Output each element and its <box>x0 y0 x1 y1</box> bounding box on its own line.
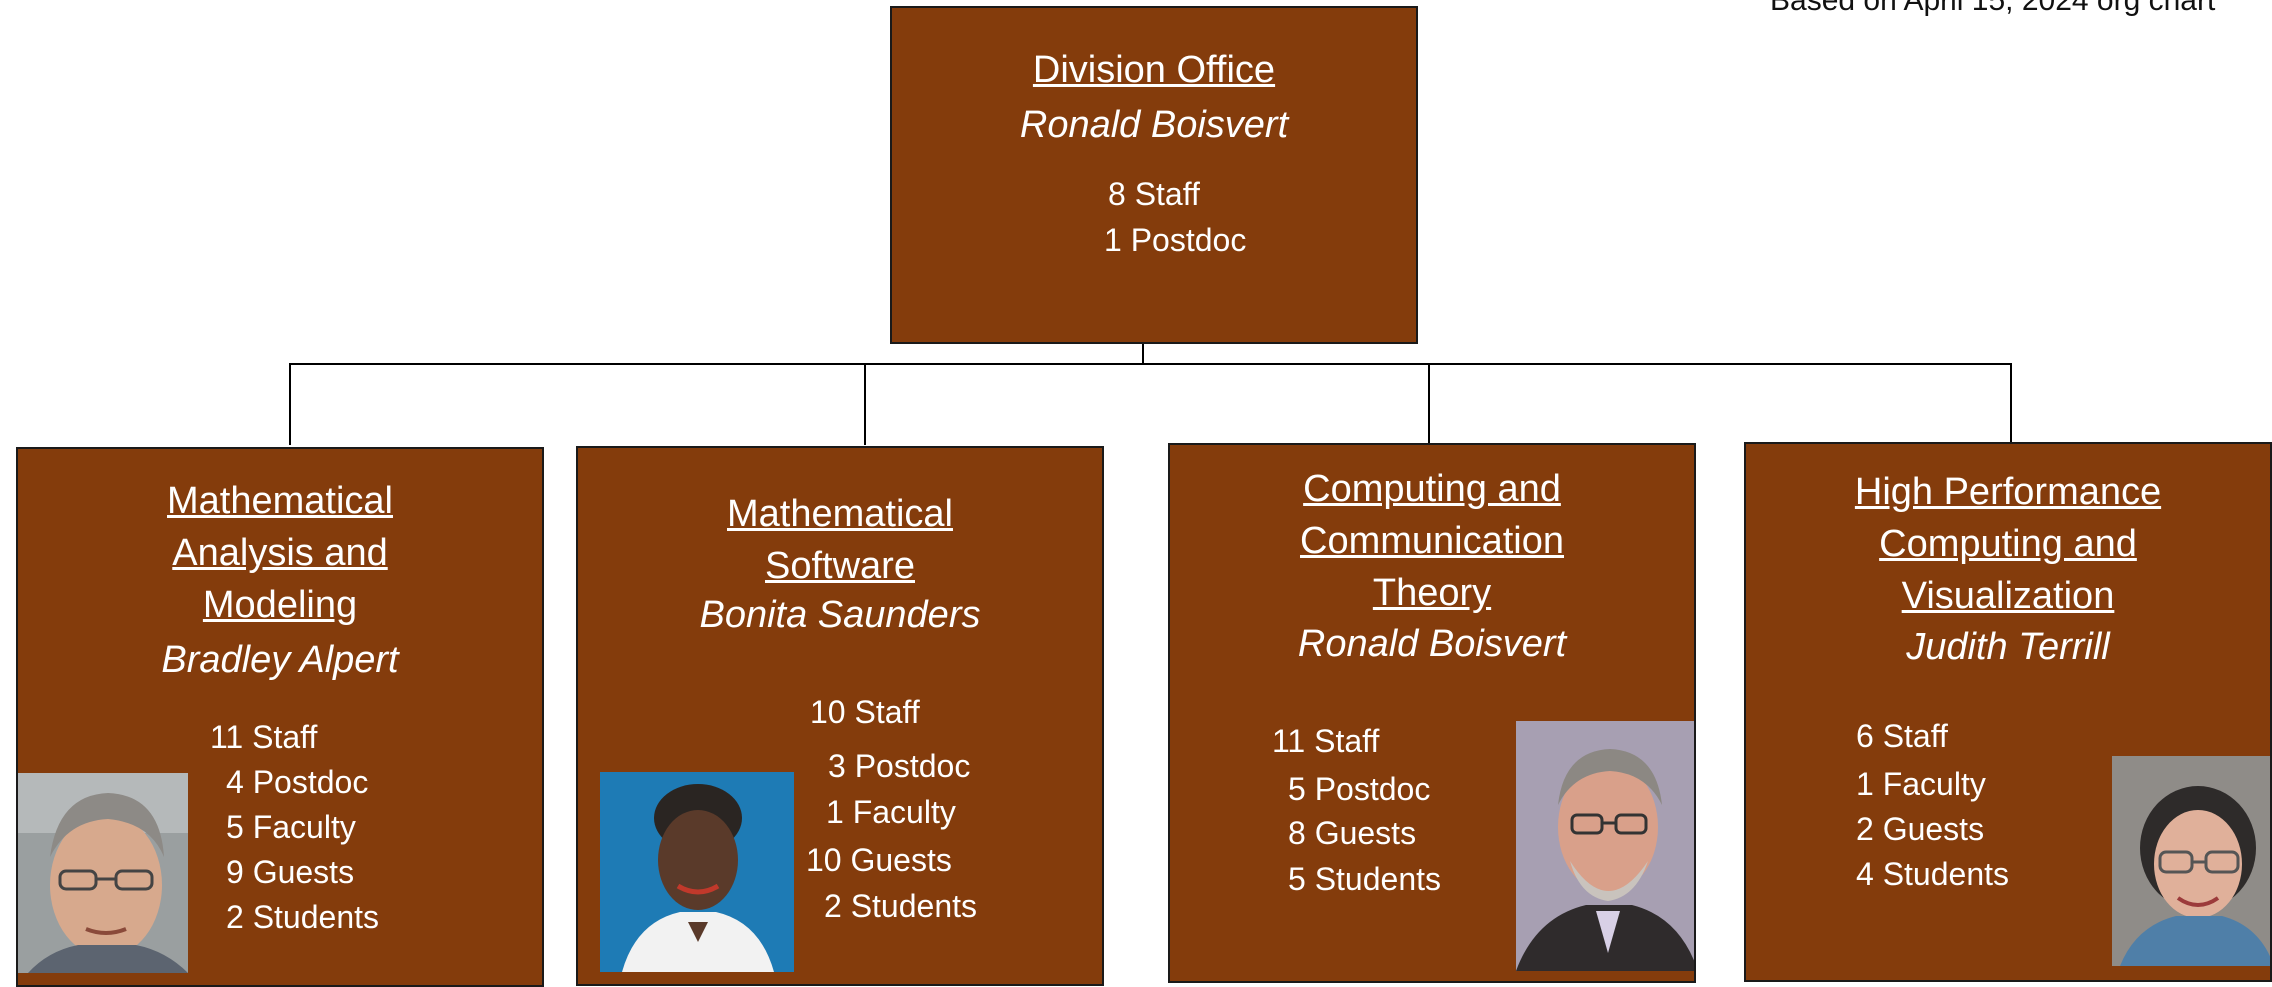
group-box-mathematical-analysis: Mathematical Analysis and Modeling Bradl… <box>16 447 544 987</box>
group-title-line: Computing and <box>1879 523 2137 565</box>
group-stat: 1 Faculty <box>1856 766 1986 802</box>
group-stat: 11 Staff <box>1272 723 1380 759</box>
group-stat: 5 Postdoc <box>1288 771 1431 807</box>
org-chart-date-note: Based on April 15, 2024 org chart <box>1770 0 2216 17</box>
division-office-head: Ronald Boisvert <box>1019 104 1289 146</box>
division-office-stat: 8 Staff <box>1108 176 1200 212</box>
group-title-line: Mathematical <box>727 493 953 535</box>
connector-horizontal-bar <box>290 363 2012 365</box>
group-head: Bradley Alpert <box>161 639 399 681</box>
group-stat: 8 Guests <box>1288 815 1417 851</box>
group-title-line: Theory <box>1372 572 1492 614</box>
group-box-computing-communication-theory: Computing and Communication Theory Ronal… <box>1168 443 1696 983</box>
group-title: Computing and Communication Theory <box>1170 463 1694 619</box>
group-stat: 2 Guests <box>1856 811 1985 847</box>
group-title-line: Software <box>765 545 915 587</box>
connector-drop-3 <box>1428 363 1430 443</box>
group-title-line: Communication <box>1300 520 1564 562</box>
group-head: Ronald Boisvert <box>1297 623 1567 665</box>
group-stat: 1 Faculty <box>826 794 956 830</box>
connector-drop-1 <box>289 363 291 445</box>
group-stat: 11 Staff <box>210 719 318 755</box>
bonita-saunders-photo <box>600 772 794 972</box>
group-title-line: Computing and <box>1303 468 1561 510</box>
group-stat: 5 Students <box>1288 861 1441 897</box>
group-title-line: High Performance <box>1854 471 2162 513</box>
connector-drop-2 <box>864 363 866 445</box>
ronald-boisvert-photo <box>1516 721 1694 971</box>
group-stat: 9 Guests <box>226 854 355 890</box>
division-office-title: Division Office <box>1032 49 1276 91</box>
judith-terrill-photo <box>2112 756 2270 966</box>
bradley-alpert-photo <box>18 773 188 973</box>
group-title-line: Modeling <box>202 584 358 626</box>
division-office-stat: 1 Postdoc <box>1104 222 1247 258</box>
group-stat: 4 Postdoc <box>226 764 369 800</box>
group-stat: 4 Students <box>1856 856 2009 892</box>
division-office-box: Division Office Ronald Boisvert 8 Staff … <box>890 6 1418 344</box>
group-stat: 3 Postdoc <box>828 748 971 784</box>
group-box-mathematical-software: Mathematical Software Bonita Saunders 10… <box>576 446 1104 986</box>
group-stat: 2 Students <box>824 888 977 924</box>
group-head: Bonita Saunders <box>699 594 981 636</box>
group-stat: 6 Staff <box>1856 718 1948 754</box>
group-stat: 2 Students <box>226 899 379 935</box>
group-title-line: Mathematical <box>167 480 393 522</box>
group-box-high-performance-computing: High Performance Computing and Visualiza… <box>1744 442 2272 982</box>
group-title: Mathematical Software <box>578 488 1102 592</box>
group-stat: 10 Guests <box>806 842 952 878</box>
group-stat: 5 Faculty <box>226 809 356 845</box>
connector-drop-4 <box>2010 363 2012 443</box>
group-stat: 10 Staff <box>810 694 920 730</box>
group-head: Judith Terrill <box>1906 626 2110 668</box>
group-title: Mathematical Analysis and Modeling <box>18 475 542 631</box>
group-title-line: Analysis and <box>172 532 388 574</box>
group-title: High Performance Computing and Visualiza… <box>1746 466 2270 622</box>
group-title-line: Visualization <box>1901 575 2115 617</box>
